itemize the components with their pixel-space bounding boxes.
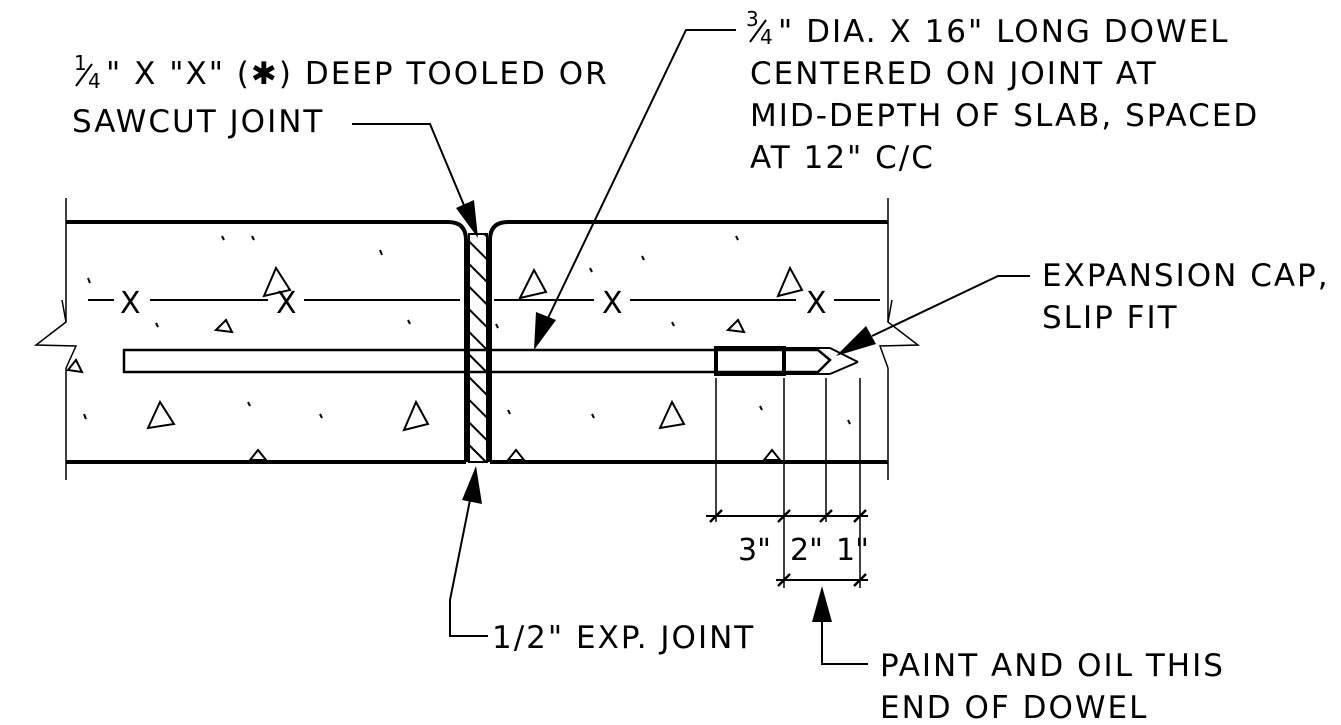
slab-outline — [65, 198, 889, 480]
dimension-lines — [706, 378, 868, 588]
paint-oil-leader — [812, 586, 868, 665]
paint-oil-line2: END OF DOWEL — [880, 690, 1148, 725]
left-break-line — [33, 299, 78, 369]
depth-mark-2: X — [276, 286, 297, 321]
sawcut-frac-den: 4 — [88, 69, 101, 93]
depth-mark-4: X — [806, 286, 827, 321]
dowel-frac-den: 4 — [760, 25, 773, 49]
exp-joint-leader — [449, 466, 488, 637]
depth-mark-1: X — [120, 286, 141, 321]
dowel-frac-num: 3 — [746, 7, 759, 31]
concrete-specks — [83, 235, 851, 425]
depth-mark-3: X — [602, 286, 623, 321]
concrete-aggregate — [66, 265, 804, 461]
sawcut-frac-bar — [75, 63, 93, 87]
sawcut-callout-line1: " X "X" (✱) DEEP TOOLED OR — [106, 56, 609, 92]
paint-oil-line1: PAINT AND OIL THIS — [880, 648, 1225, 684]
sawcut-callout-line2: SAWCUT JOINT — [72, 104, 324, 140]
dowel-frac-bar — [749, 19, 767, 43]
dowel-callout-line3: MID-DEPTH OF SLAB, SPACED — [750, 98, 1259, 134]
dowel-callout-line4: AT 12" C/C — [750, 140, 935, 176]
exp-joint-callout: 1/2" EXP. JOINT — [492, 620, 755, 656]
right-break-line — [878, 299, 921, 369]
expansion-cap-line2: SLIP FIT — [1042, 300, 1179, 336]
dowel-bar — [122, 346, 859, 376]
dim-3in: 3" — [738, 533, 771, 568]
expansion-cap-leader — [836, 275, 1030, 356]
sawcut-leader — [352, 123, 478, 238]
dim-2in: 2" — [790, 533, 823, 568]
dowel-callout-line1: " DIA. X 16" LONG DOWEL — [778, 14, 1230, 50]
dim-1in: 1" — [836, 533, 869, 568]
dowel-leader — [534, 29, 736, 350]
dowel-callout-line2: CENTERED ON JOINT AT — [750, 56, 1158, 92]
expansion-cap — [714, 346, 786, 376]
sawcut-frac-num: 1 — [74, 51, 87, 75]
expansion-joint-filler — [468, 233, 488, 463]
expansion-cap-line1: EXPANSION CAP, — [1042, 258, 1330, 294]
